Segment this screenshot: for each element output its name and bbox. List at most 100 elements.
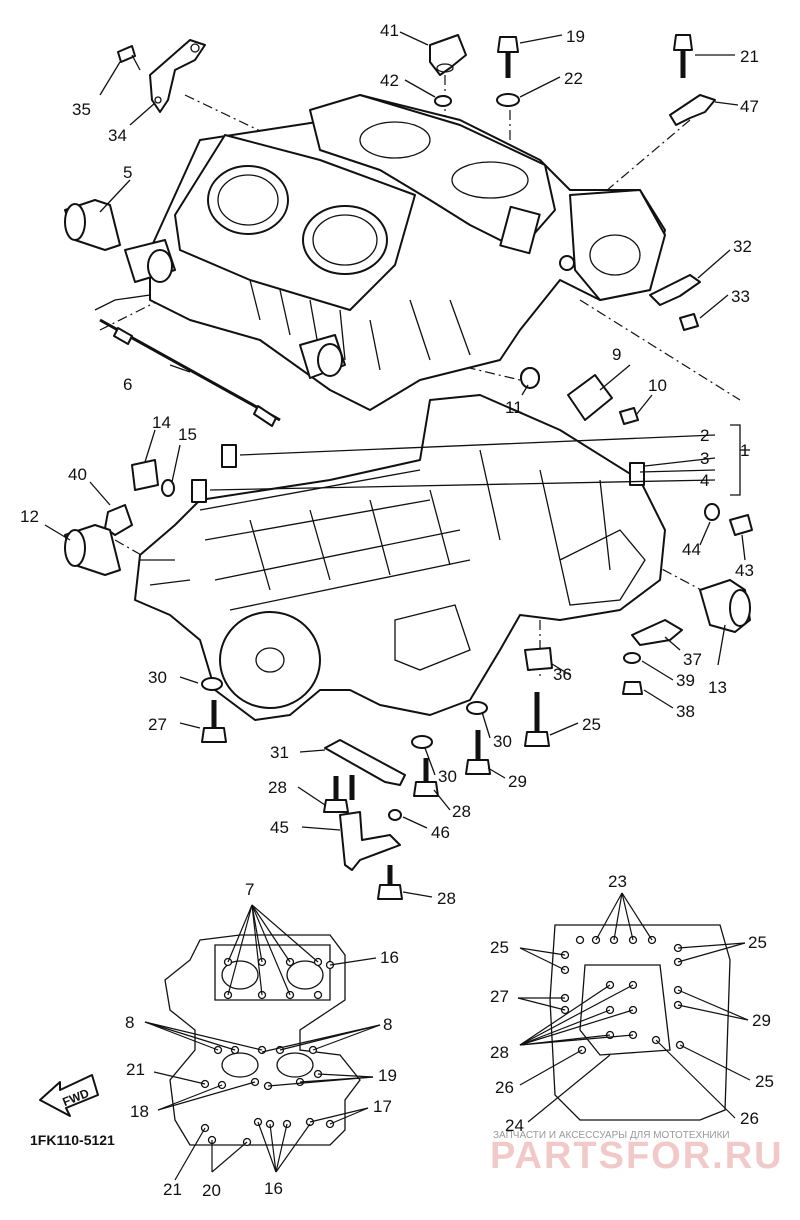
callout-4: 4 (700, 471, 709, 490)
map-leader-line (227, 904, 253, 963)
map-leader-line (275, 1123, 288, 1173)
map-leader-line (519, 947, 566, 971)
map-leader-line (227, 904, 253, 996)
callout-12: 12 (20, 507, 39, 526)
map-leader-line (261, 1024, 381, 1053)
upper-map-label-18: 18 (130, 1102, 149, 1121)
callout-31: 31 (270, 743, 289, 762)
lower-map-labels: 23 25 25 27 29 28 26 25 24 26 (490, 872, 774, 1135)
map-leader-line (312, 1024, 381, 1051)
callout-34: 34 (108, 126, 127, 145)
callout-45: 45 (270, 818, 289, 837)
map-leader-line (144, 1021, 263, 1051)
watermark-brand: PARTSFOR.RU (490, 1135, 784, 1177)
drawing-code: 1FK110-5121 (30, 1132, 115, 1148)
map-leader-line (153, 1071, 206, 1085)
map-leader-line (157, 1081, 256, 1111)
callout-36: 36 (553, 665, 572, 684)
upper-map-label-7: 7 (245, 880, 254, 899)
map-leader-line (211, 1141, 248, 1173)
callout-28-b: 28 (452, 802, 471, 821)
upper-map-label-19: 19 (378, 1066, 397, 1085)
lower-map-label-24: 24 (505, 1116, 524, 1135)
callout-30-a: 30 (148, 668, 167, 687)
lower-crankcase (134, 394, 666, 721)
map-leader-line (519, 947, 566, 956)
map-leader-line (677, 1004, 749, 1021)
map-leader-line (275, 1123, 311, 1173)
map-leader-line (519, 1049, 583, 1086)
upper-map-label-21-b: 21 (163, 1180, 182, 1199)
map-leader-line (679, 1044, 751, 1081)
callout-10: 10 (648, 376, 667, 395)
callout-28-a: 28 (268, 778, 287, 797)
upper-map-label-21: 21 (126, 1060, 145, 1079)
lower-map-label-26-a: 26 (495, 1078, 514, 1097)
map-leader-line (517, 997, 566, 1011)
watermark-tagline: ЗАПЧАСТИ И АКСЕССУАРЫ ДЛЯ МОТОТЕХНИКИ (493, 1130, 730, 1141)
callout-9: 9 (612, 345, 621, 364)
callout-32: 32 (733, 237, 752, 256)
lower-map-label-25-c: 25 (755, 1072, 774, 1091)
map-leader-line (251, 904, 291, 996)
map-leader-line (527, 1054, 611, 1123)
lower-map-label-29: 29 (752, 1011, 771, 1030)
map-leader-line (613, 892, 623, 941)
map-leader-line (519, 1034, 634, 1046)
upper-map-label-8-a: 8 (125, 1013, 134, 1032)
upper-map-label-17: 17 (373, 1097, 392, 1116)
callout-19: 19 (566, 27, 585, 46)
map-leader-line (251, 904, 291, 963)
bolt-hole (575, 935, 585, 945)
map-leader-line (317, 1073, 374, 1078)
callout-44: 44 (682, 540, 701, 559)
map-leader-line (677, 989, 749, 1021)
callout-37: 37 (683, 650, 702, 669)
map-leader-line (157, 1084, 223, 1111)
map-leader-line (269, 1123, 277, 1173)
callout-42: 42 (380, 71, 399, 90)
map-leader-line (174, 1127, 206, 1181)
callout-5: 5 (123, 163, 132, 182)
map-leader-line (257, 1121, 277, 1173)
upper-bolt-map (144, 904, 381, 1181)
front-direction-arrow: FWD (39, 1074, 99, 1117)
lower-map-label-27: 27 (490, 987, 509, 1006)
map-leader-line (251, 904, 263, 996)
map-leader-line (144, 1021, 219, 1051)
callout-15: 15 (178, 425, 197, 444)
callout-25: 25 (582, 715, 601, 734)
map-leader-line (251, 904, 319, 963)
callout-leaders (44, 31, 750, 898)
callout-14: 14 (152, 413, 171, 432)
map-leader-line (519, 1009, 611, 1046)
callout-30-b: 30 (493, 732, 512, 751)
callout-41: 41 (380, 21, 399, 40)
callout-40: 40 (68, 465, 87, 484)
map-leader-line (519, 984, 634, 1046)
map-leader-line (144, 1021, 236, 1051)
lower-map-label-23: 23 (608, 872, 627, 891)
lower-map-label-28: 28 (490, 1043, 509, 1062)
callout-labels: 1 2 3 4 5 6 9 10 11 12 13 14 15 19 21 22… (20, 21, 759, 908)
lower-map-label-25-a: 25 (490, 938, 509, 957)
callout-3: 3 (700, 449, 709, 468)
callout-29: 29 (508, 772, 527, 791)
callout-2: 2 (700, 426, 709, 445)
map-leader-line (519, 1009, 634, 1046)
upper-crankcase (94, 94, 666, 411)
small-parts (64, 34, 753, 900)
callout-6: 6 (123, 375, 132, 394)
lower-bolt-map (517, 892, 751, 1123)
callout-39: 39 (676, 671, 695, 690)
map-leader-line (677, 942, 746, 963)
callout-46: 46 (431, 823, 450, 842)
callout-43: 43 (735, 561, 754, 580)
callout-38: 38 (676, 702, 695, 721)
callout-30-c: 30 (438, 767, 457, 786)
bolt-hole (313, 990, 323, 1000)
map-leader-line (251, 904, 263, 963)
upper-map-label-16-b: 16 (264, 1179, 283, 1198)
callout-21: 21 (740, 47, 759, 66)
map-leader-line (309, 1107, 369, 1123)
